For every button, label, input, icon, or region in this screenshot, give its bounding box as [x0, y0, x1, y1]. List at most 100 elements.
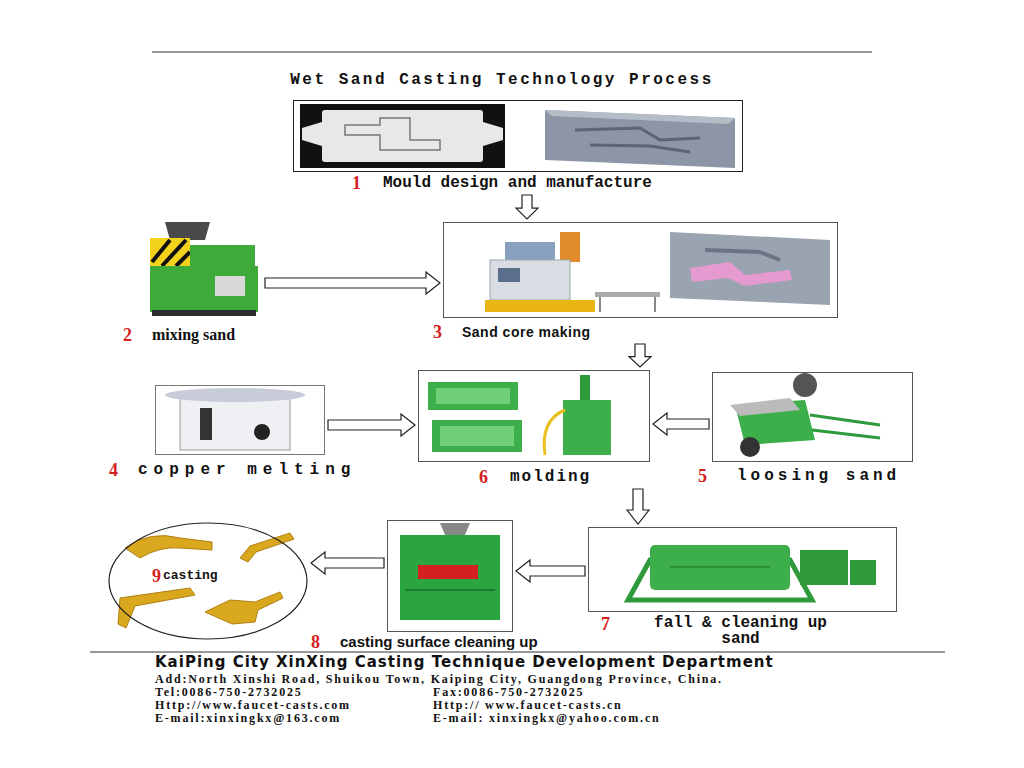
core-machine: [690, 262, 792, 286]
mould-drawing: [300, 104, 735, 168]
shot-blast-cabinet: [400, 523, 500, 620]
flow-arrow: [516, 560, 585, 582]
melting-furnace: [165, 388, 305, 450]
flow-arrow: [265, 272, 440, 294]
step-caption: 4copper melting: [109, 461, 356, 479]
casting-parts: [205, 592, 283, 624]
core-machine: [498, 268, 520, 282]
molding-machine: [432, 420, 522, 452]
core-machine: [595, 292, 660, 297]
step-caption: 8 casting surface cleaning up: [311, 633, 538, 651]
core-machine: [485, 232, 830, 312]
process-step: 4copper melting: [155, 385, 325, 455]
diagram-title: Wet Sand Casting Technology Process: [290, 71, 714, 89]
casting-parts: [240, 533, 294, 562]
step-label: molding: [510, 468, 591, 486]
step-number: 4: [109, 461, 118, 479]
step-caption: 7 fall & cleaning up sand: [601, 615, 833, 647]
label-wrap: E-mail:xinxingkx@163.com: [155, 708, 341, 726]
company-name: KaiPing City XinXing Casting Technique D…: [155, 653, 774, 671]
flow-arrow: [653, 413, 709, 435]
process-step: 8casting surface cleaning up: [387, 520, 513, 632]
core-machine: [670, 232, 830, 305]
sand-mixer: [150, 222, 258, 316]
contact-info: E-mail: xinxingkx@yahoo.com.cn: [433, 711, 661, 725]
label-wrap: Http:// www.faucet-casts.cn: [433, 695, 623, 713]
mould-drawing: [345, 118, 440, 150]
contact-info: Tel:0086-750-2732025: [155, 685, 303, 699]
step-number: 9: [152, 567, 161, 585]
mould-drawing: [322, 110, 483, 162]
core-machine: [485, 300, 595, 312]
contact-info: Http:// www.faucet-casts.cn: [433, 698, 623, 712]
core-machine: [505, 242, 555, 262]
step-caption: 9casting: [152, 567, 218, 585]
step-label: Sand core making: [462, 323, 591, 341]
sand-mixer: [165, 222, 210, 240]
molding-machine: [544, 410, 565, 455]
flow-arrow: [311, 552, 384, 574]
casting-parts: [125, 536, 212, 558]
step-number: 5: [698, 467, 707, 485]
core-machine: [654, 297, 656, 312]
step-number: 7: [601, 615, 610, 633]
step-caption: 6 molding: [479, 468, 591, 486]
step-number: 8: [311, 633, 320, 651]
step-label: casting surface cleaning up: [340, 633, 538, 651]
molding-machine: [440, 426, 514, 446]
shot-blast-cabinet: [405, 589, 495, 591]
step-number: 1: [352, 174, 361, 192]
label-wrap: E-mail: xinxingkx@yahoo.com.cn: [433, 708, 661, 726]
sand-cart: [793, 373, 817, 397]
label-wrap: Tel:0086-750-2732025: [155, 682, 303, 700]
melting-furnace: [200, 408, 212, 440]
molding-machine: [563, 400, 611, 455]
molding-machine: [436, 388, 510, 404]
step-label: fall & cleaning up sand: [648, 615, 833, 647]
shot-blast-cabinet: [440, 523, 470, 535]
mould-drawing: [302, 122, 322, 146]
process-step: 6molding: [418, 370, 650, 462]
mould-drawing: [483, 122, 503, 146]
label-wrap: Add:North Xinshi Road, Shuikou Town, Kai…: [155, 669, 723, 687]
sand-mixer: [152, 240, 190, 266]
step-caption: 5 loosing sand: [698, 467, 900, 485]
molding-machine: [428, 382, 518, 410]
core-machine: [599, 297, 601, 312]
melting-furnace: [180, 395, 290, 450]
step-label: loosing sand: [737, 467, 900, 485]
mould-drawing: [545, 110, 735, 168]
process-step: 3Sand core making: [443, 222, 838, 318]
sand-mixer: [215, 276, 245, 296]
cleaning-drum: [650, 545, 790, 590]
melting-furnace: [254, 424, 270, 440]
step-number: 6: [479, 468, 488, 486]
title-wrap: Wet Sand Casting Technology Process: [0, 70, 1004, 89]
shot-blast-cabinet: [400, 535, 500, 620]
step-label: Mould design and manufacture: [383, 174, 652, 192]
sand-cart: [810, 415, 880, 438]
sand-cart: [730, 398, 800, 416]
molding-machine: [428, 375, 611, 455]
label-wrap: Fax:0086-750-2732025: [433, 682, 584, 700]
sand-mixer: [152, 310, 256, 316]
flow-arrow: [516, 195, 538, 219]
flow-arrow: [627, 489, 649, 524]
casting-circle: 9casting: [108, 522, 308, 640]
cleaning-drum: [628, 545, 876, 600]
rule-line: [90, 652, 945, 653]
contact-info: E-mail:xinxingkx@163.com: [155, 711, 341, 725]
melting-furnace: [165, 388, 305, 402]
casting-parts: [118, 588, 195, 628]
core-machine: [560, 232, 580, 262]
step-caption: 1 Mould design and manufacture: [352, 174, 652, 192]
contact-info: Add:North Xinshi Road, Shuikou Town, Kai…: [155, 672, 723, 686]
step-number: 3: [433, 323, 442, 341]
step-label: casting: [163, 567, 218, 585]
label-wrap: KaiPing City XinXing Casting Technique D…: [155, 653, 774, 671]
process-step: 5loosing sand: [712, 372, 913, 462]
